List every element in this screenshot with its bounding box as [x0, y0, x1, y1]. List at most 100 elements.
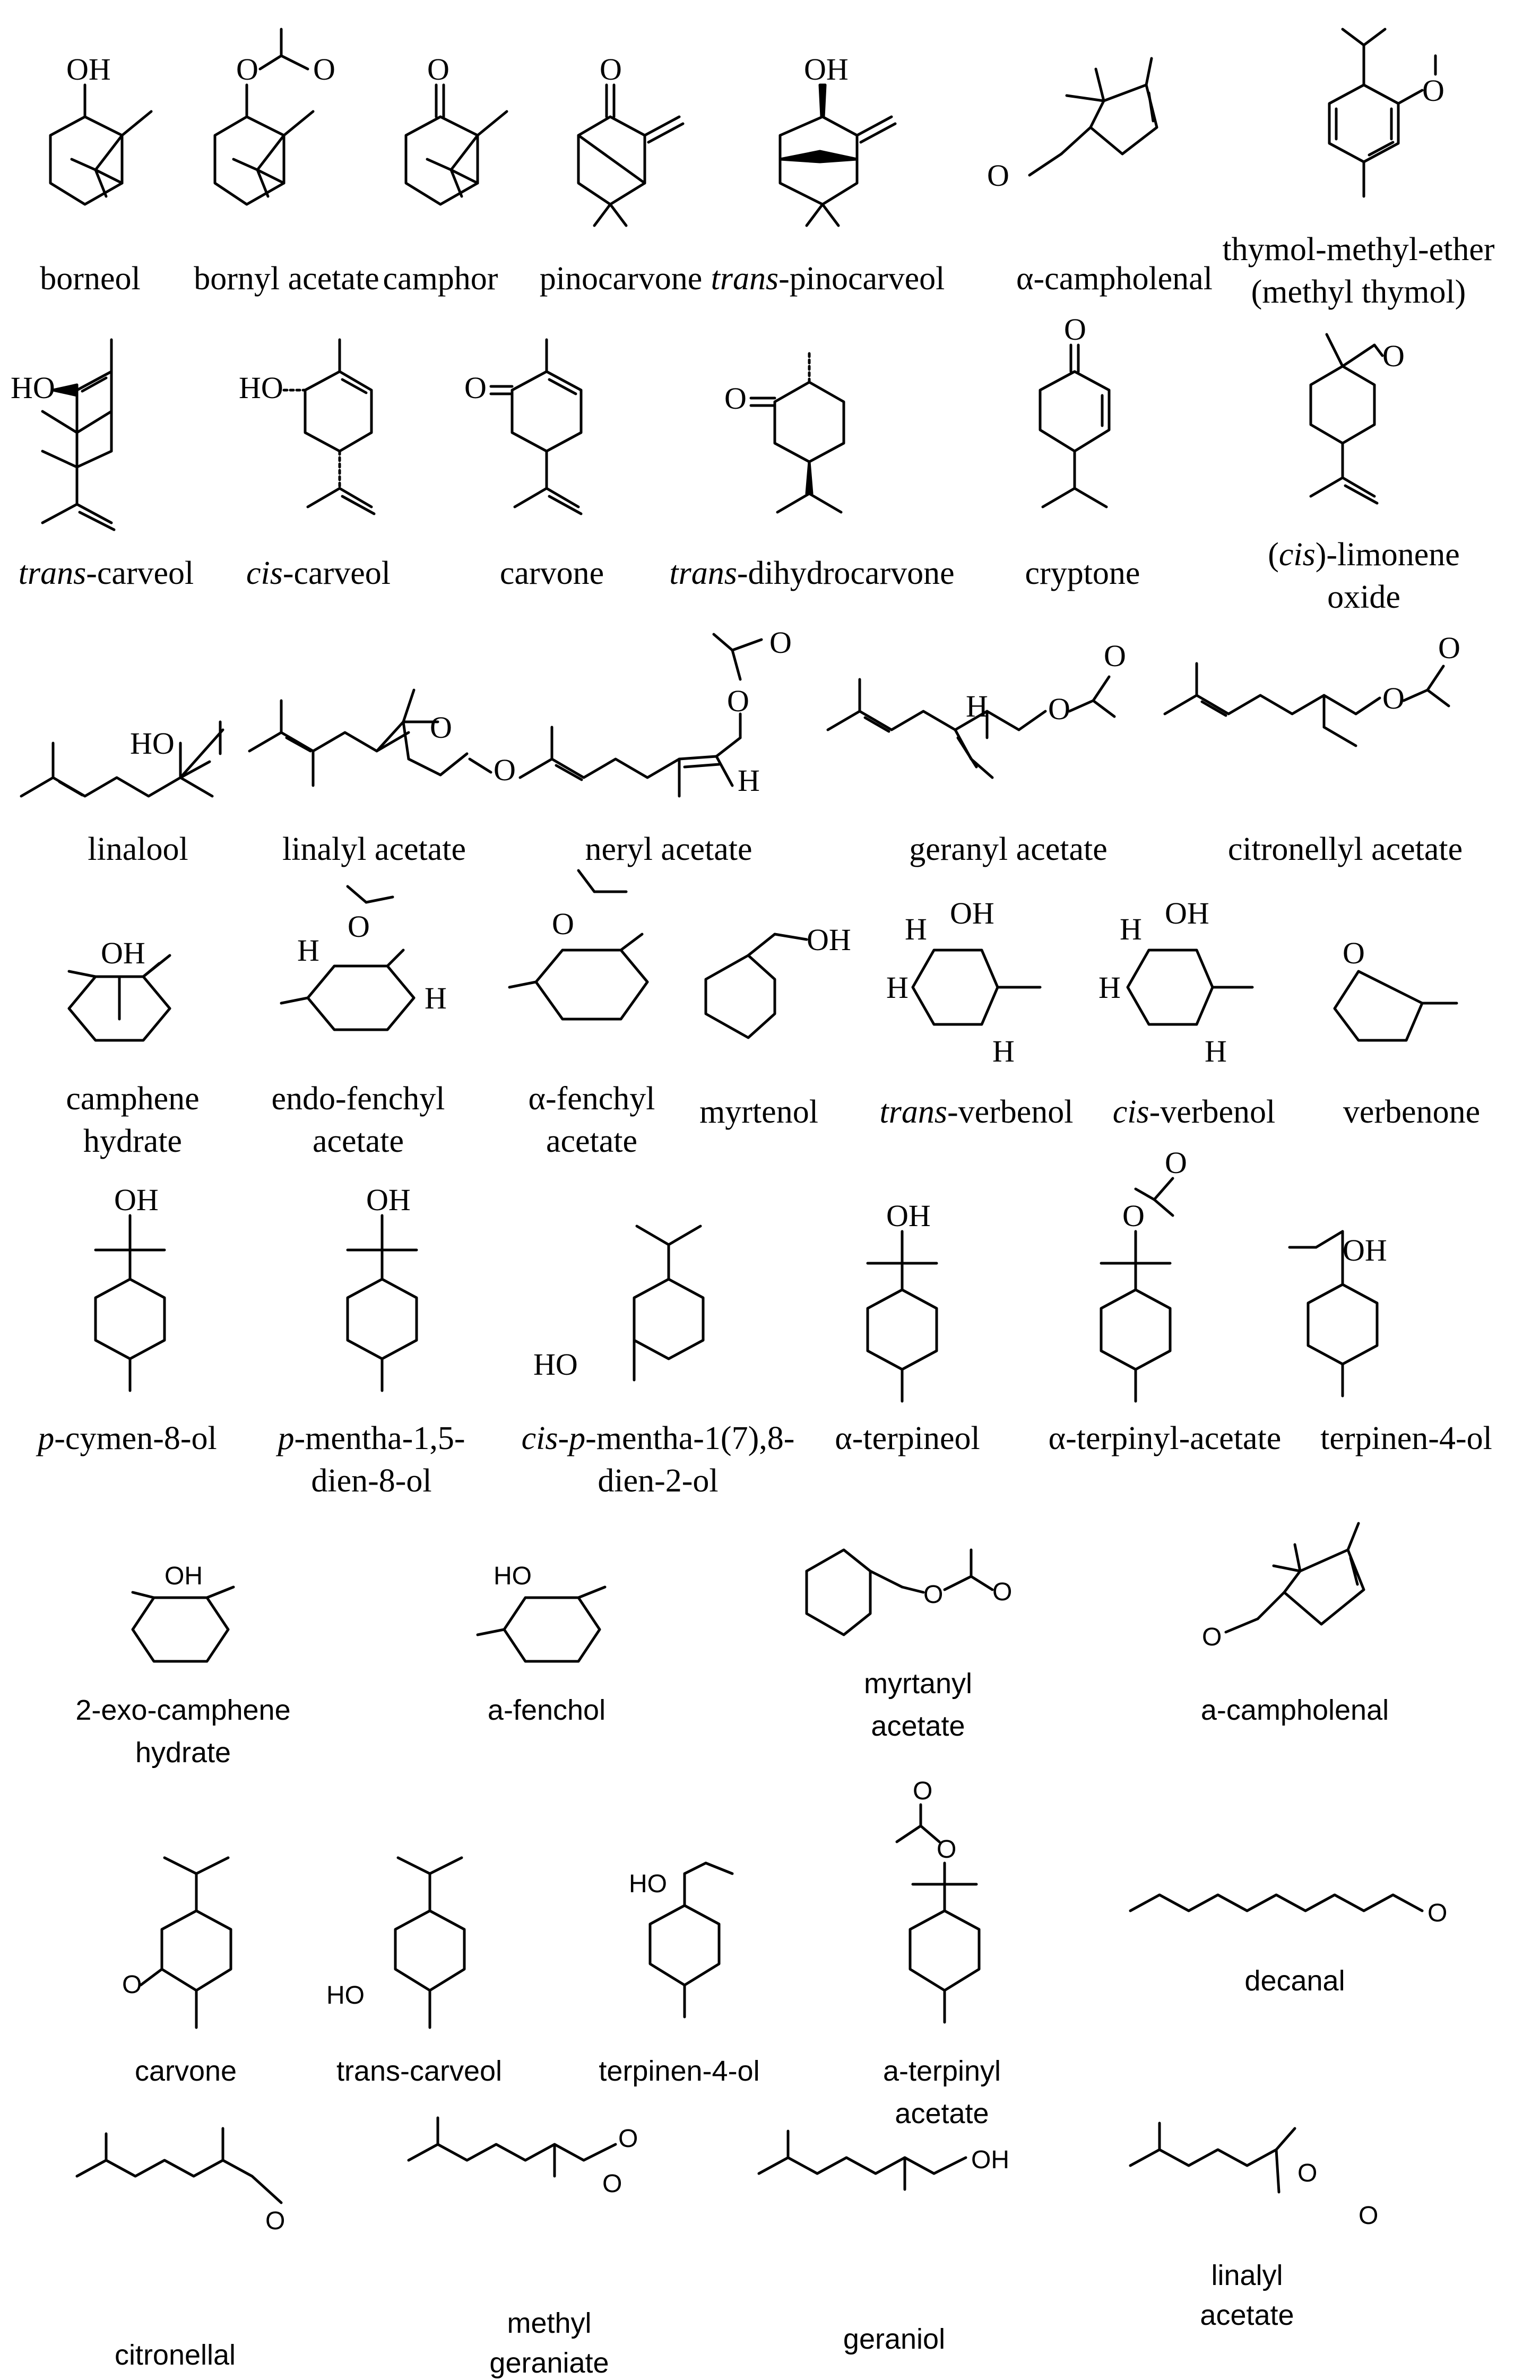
label-2-exo-camphene-hydrate-2: hydrate: [135, 1737, 231, 1769]
borneol-structure: OH: [49, 52, 153, 206]
label-a-terpinyl-acetate-2: acetate: [895, 2098, 989, 2129]
label-citronellal: citronellal: [115, 2339, 236, 2371]
svg-text:H: H: [1120, 912, 1142, 946]
myrtenol-structure: OH: [704, 922, 851, 1039]
svg-text:O: O: [1382, 681, 1405, 715]
svg-text:OH: OH: [950, 896, 994, 930]
bornyl-acetate-structure: O O: [213, 28, 335, 206]
alpha-fenchyl-acetate-structure: O: [508, 869, 649, 1021]
label-endo-fenchyl: endo-fenchyl: [271, 1081, 445, 1117]
cis-limonene-oxide-structure: O: [1309, 333, 1405, 505]
label-2-exo-camphene: 2-exo-camphene: [75, 1694, 290, 1726]
label-trans-carveol: trans-carveol: [19, 555, 194, 591]
pinocarvone-structure: O: [577, 52, 685, 227]
label-alpha-fenchyl-acetate-2: acetate: [546, 1123, 637, 1159]
cis-carveol-structure: HO: [239, 338, 376, 515]
label-p-mentha-1-5: p-mentha-1,5-: [276, 1420, 465, 1456]
carvone-structure: O: [464, 338, 583, 515]
svg-text:O: O: [464, 370, 487, 405]
a-terpinyl-acetate-structure: O O: [895, 1777, 981, 2024]
svg-text:O: O: [1297, 2159, 1317, 2187]
cis-p-mentha-dien-2-ol-structure: HO: [533, 1225, 705, 1382]
label-camphor: camphor: [383, 261, 498, 297]
svg-text:O: O: [552, 907, 574, 941]
label-cis-limonene: (cis)-limonene: [1268, 537, 1460, 573]
linalyl-acetate-structure: O O: [248, 688, 516, 787]
hydroxyl-atom-label: OH: [66, 52, 111, 87]
geranyl-acetate-structure: H O O: [826, 639, 1126, 779]
label-geranyl-acetate: geranyl acetate: [909, 831, 1107, 867]
cryptone-structure: O: [1039, 312, 1111, 508]
svg-text:O: O: [602, 2170, 622, 2198]
label-neryl-acetate: neryl acetate: [585, 831, 752, 867]
neryl-acetate-structure: O O H: [518, 625, 792, 798]
svg-text:O: O: [913, 1777, 932, 1805]
label-carvone: carvone: [500, 555, 604, 591]
label-geraniate: geraniate: [489, 2347, 609, 2379]
label-cis-carveol: cis-carveol: [246, 555, 391, 591]
svg-text:H: H: [992, 1034, 1015, 1068]
p-mentha-dien-8-ol-structure: OH: [346, 1183, 418, 1392]
label-alpha-campholenal: α-campholenal: [1016, 261, 1213, 297]
label-endo-fenchyl-acetate-2: acetate: [313, 1123, 404, 1159]
label-decanal: decanal: [1244, 1965, 1345, 1997]
svg-text:HO: HO: [629, 1870, 667, 1898]
terpinen-4-ol-2-structure: HO: [629, 1861, 734, 2019]
label-dien-2-ol: dien-2-ol: [598, 1463, 718, 1499]
svg-text:O: O: [992, 1578, 1012, 1606]
svg-text:O: O: [727, 684, 749, 718]
label-a-terpinyl: a-terpinyl: [883, 2055, 1001, 2087]
svg-text:H: H: [738, 763, 760, 798]
svg-text:HO: HO: [239, 370, 283, 405]
label-borneol: borneol: [40, 261, 140, 297]
label-methyl: methyl: [507, 2307, 591, 2339]
svg-text:O: O: [618, 2125, 638, 2153]
svg-text:O: O: [122, 1971, 142, 1999]
svg-text:HO: HO: [533, 1347, 578, 1382]
geraniol-structure: OH: [757, 2129, 1009, 2191]
svg-text:O: O: [1064, 312, 1086, 347]
svg-text:O: O: [1438, 631, 1460, 665]
label-alpha-fenchyl: α-fenchyl: [528, 1081, 655, 1117]
a-fenchol-structure: HO: [476, 1562, 607, 1663]
svg-text:HO: HO: [326, 1981, 365, 2010]
svg-text:HO: HO: [130, 726, 175, 761]
linalool-structure: HO: [20, 720, 224, 798]
label-geraniol: geraniol: [843, 2323, 945, 2355]
svg-text:O: O: [313, 52, 335, 87]
label-trans-pinocarveol: trans-pinocarveol: [711, 261, 945, 297]
svg-text:O: O: [1122, 1198, 1145, 1233]
svg-text:H: H: [886, 970, 909, 1005]
label-myrtanyl: myrtanyl: [864, 1668, 972, 1700]
label-pinocarvone: pinocarvone: [540, 261, 702, 297]
label-alpha-terpineol: α-terpineol: [835, 1420, 980, 1456]
label-linalyl: linalyl: [1211, 2260, 1283, 2291]
svg-text:O: O: [987, 158, 1009, 193]
svg-text:O: O: [494, 753, 516, 787]
trans-carveol-structure: HO: [11, 338, 116, 531]
label-thymol-methyl-ether: thymol-methyl-ether: [1222, 231, 1494, 268]
label-myrtanyl-acetate-2: acetate: [871, 1710, 965, 1742]
label-camphene: camphene: [66, 1081, 199, 1117]
svg-text:OH: OH: [886, 1198, 931, 1233]
svg-text:O: O: [265, 2207, 285, 2235]
label-verbenone: verbenone: [1343, 1094, 1480, 1130]
methyl-geraniate-structure: O O: [407, 2116, 638, 2198]
camphene-hydrate-structure: OH: [67, 936, 171, 1042]
label-citronellyl-acetate: citronellyl acetate: [1228, 831, 1463, 867]
label-a-campholenal: a-campholenal: [1201, 1694, 1389, 1726]
terpinen-4-ol-structure: OH: [1288, 1230, 1387, 1398]
label-oxide: oxide: [1327, 579, 1400, 615]
trans-verbenol-structure: H OH H H: [886, 896, 1042, 1068]
svg-text:OH: OH: [804, 52, 849, 87]
label-trans-dihydrocarvone: trans-dihydrocarvone: [669, 555, 954, 591]
svg-text:O: O: [1359, 2202, 1378, 2230]
svg-text:O: O: [724, 381, 747, 416]
camphor-structure: O: [404, 52, 508, 206]
a-campholenal-structure: O: [1202, 1522, 1365, 1651]
svg-text:O: O: [236, 52, 258, 87]
svg-text:O: O: [348, 909, 370, 944]
svg-text:HO: HO: [11, 370, 55, 405]
alpha-terpinyl-acetate-structure: O O: [1100, 1145, 1187, 1403]
